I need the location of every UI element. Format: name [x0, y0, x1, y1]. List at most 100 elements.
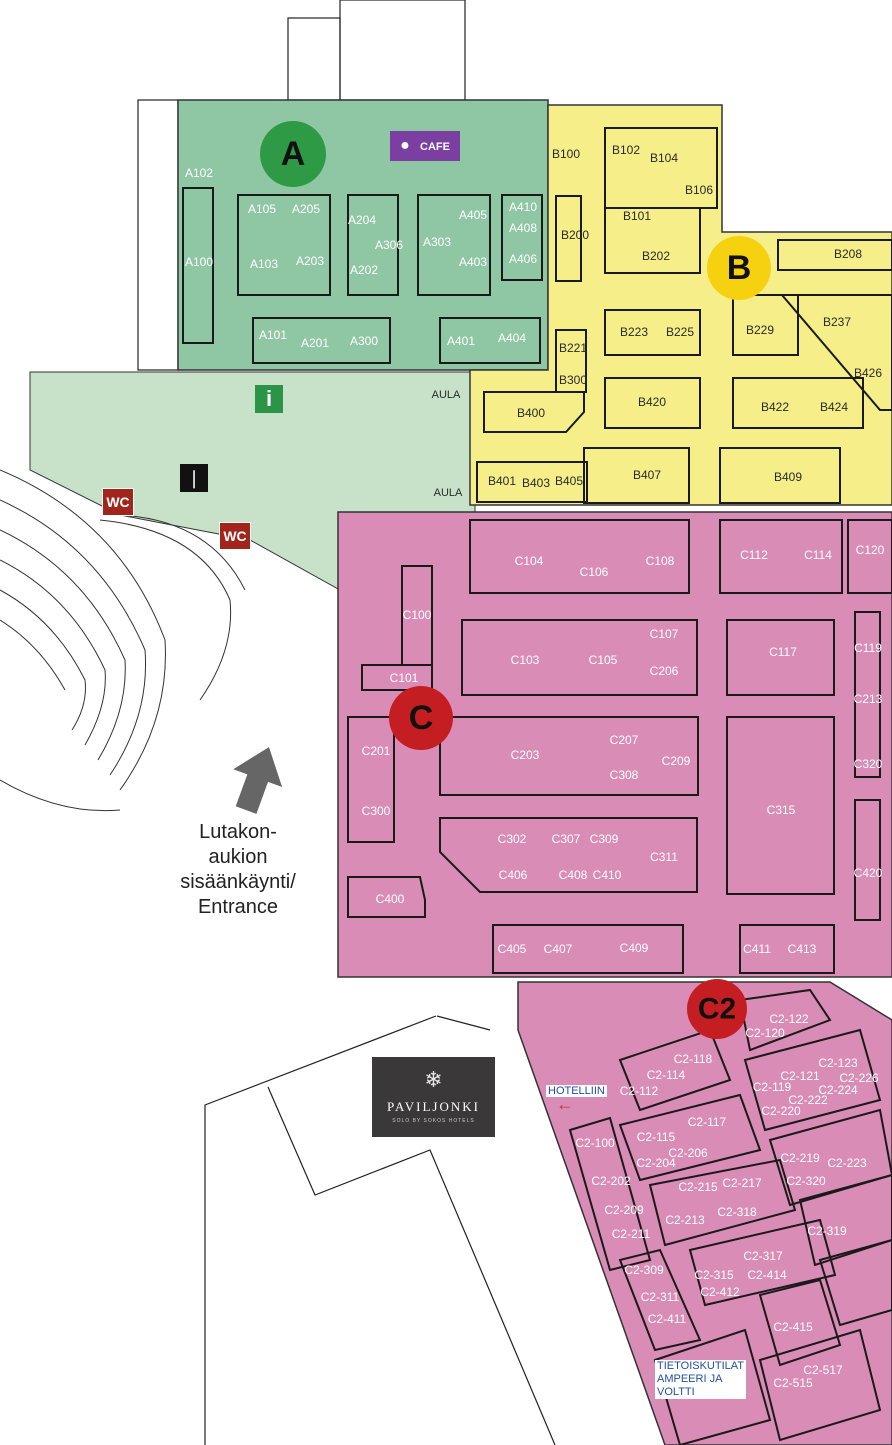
booths-hall-c2 — [568, 988, 892, 1445]
hall-b-area — [469, 104, 892, 506]
hall-b-marker: B — [707, 236, 771, 300]
booth-label-b401: B401 — [488, 474, 516, 488]
booth-label-a204: A204 — [348, 213, 376, 227]
booth-label-a203: A203 — [296, 254, 324, 268]
booth-label-c2-122: C2-122 — [769, 1012, 809, 1026]
tech-room-line-3: VOLTTI — [657, 1386, 695, 1398]
booth-label-b100: B100 — [552, 147, 580, 161]
booth-label-a205: A205 — [292, 202, 320, 216]
hotel-tag: HOTELLIIN — [546, 1085, 607, 1097]
booth-label-c2-100: C2-100 — [575, 1136, 615, 1150]
booth-label-b400: B400 — [517, 406, 545, 420]
booth-label-c104: C104 — [515, 554, 544, 568]
booth-label-c300: C300 — [362, 804, 391, 818]
booth-label-c2-220: C2-220 — [761, 1104, 801, 1118]
booth-label-c120: C120 — [856, 543, 885, 557]
booth-label-c2-121: C2-121 — [780, 1069, 820, 1083]
booth-label-c420: C420 — [854, 866, 883, 880]
booth-label-c119: C119 — [854, 641, 882, 655]
booth-label-a403: A403 — [459, 255, 487, 269]
booth-label-c107: C107 — [650, 627, 679, 641]
booth-label-b409: B409 — [774, 470, 802, 484]
booth-label-b104: B104 — [650, 151, 678, 165]
booth-label-b223: B223 — [620, 325, 648, 339]
booth-label-c411: C411 — [743, 942, 771, 956]
booth-label-c410: C410 — [593, 868, 622, 882]
booth-label-c2-112: C2-112 — [620, 1084, 659, 1098]
entrance-line-4: Entrance — [197, 896, 279, 918]
paviljonki-logo: ❄ PAVILJONKI SOLO BY SOKOS HOTELS — [372, 1057, 495, 1137]
booth-label-a401: A401 — [447, 334, 475, 348]
booth-label-b422: B422 — [761, 400, 789, 414]
booth-label-c2-412: C2-412 — [700, 1285, 740, 1299]
booth-label-c309: C309 — [590, 832, 619, 846]
booth-label-c2-202: C2-202 — [591, 1174, 631, 1188]
booth-label-c2-517: C2-517 — [803, 1363, 843, 1377]
booth-label-c2-411: C2-411 — [648, 1312, 687, 1326]
booth-label-a102: A102 — [185, 166, 213, 180]
booth-label-c100: C100 — [403, 608, 432, 622]
booth-label-c103: C103 — [511, 653, 540, 667]
booth-label-c406: C406 — [499, 868, 528, 882]
booth-label-c2-315: C2-315 — [694, 1268, 734, 1282]
info-icon: i — [255, 385, 283, 413]
booth-label-c2-115: C2-115 — [637, 1130, 676, 1144]
booth-label-a300: A300 — [350, 334, 378, 348]
booth-label-a100: A100 — [185, 255, 213, 269]
entrance-line-3: sisäänkäynti/ — [180, 871, 296, 893]
hall-c-marker: C — [389, 686, 453, 750]
booth-label-c2-120: C2-120 — [745, 1026, 785, 1040]
booth-label-b200: B200 — [561, 228, 589, 242]
booth-label-b101: B101 — [623, 209, 651, 223]
booth-label-b225: B225 — [666, 325, 694, 339]
booth-label-c413: C413 — [788, 942, 817, 956]
booth-label-c2-224: C2-224 — [818, 1083, 858, 1097]
booth-label-c203: C203 — [511, 748, 540, 762]
booth-label-c2-209: C2-209 — [604, 1203, 644, 1217]
booth-label-c105: C105 — [589, 653, 618, 667]
booth-label-c407: C407 — [544, 942, 573, 956]
entrance-arrow-icon — [233, 747, 283, 814]
entrance-label: Lutakon- aukion sisäänkäynti/ Entrance — [168, 820, 308, 920]
booth-label-c308: C308 — [610, 768, 639, 782]
booth-label-c320: C320 — [854, 757, 883, 771]
booth-label-c405: C405 — [498, 942, 527, 956]
booth-label-c2-318: C2-318 — [717, 1205, 757, 1219]
booth-label-c2-217: C2-217 — [722, 1176, 762, 1190]
wc-sign-1: WC — [102, 488, 134, 516]
booth-label-c2-211: C2-211 — [612, 1227, 651, 1241]
left-arrow-icon: ← — [556, 1094, 574, 1114]
booth-label-c2-317: C2-317 — [743, 1249, 783, 1263]
booth-label-c206: C206 — [650, 664, 679, 678]
booth-label-b426: B426 — [854, 366, 882, 380]
hall-c-letter: C — [409, 699, 434, 737]
hall-a-letter: A — [281, 135, 306, 173]
booth-label-b403: B403 — [522, 476, 550, 490]
booth-label-c2-414: C2-414 — [747, 1268, 787, 1282]
booth-label-c2-320: C2-320 — [786, 1174, 826, 1188]
booth-label-c114: C114 — [804, 548, 832, 562]
booth-label-a303: A303 — [423, 235, 451, 249]
booth-label-c408: C408 — [559, 868, 588, 882]
logo-sub: SOLO BY SOKOS HOTELS — [392, 1118, 475, 1124]
booth-label-c2-222: C2-222 — [788, 1093, 828, 1107]
booth-label-a408: A408 — [509, 221, 537, 235]
booth-label-a405: A405 — [459, 208, 487, 222]
aula-label-1: AULA — [432, 389, 461, 401]
booth-label-c106: C106 — [580, 565, 609, 579]
booth-label-c2-219: C2-219 — [780, 1151, 820, 1165]
booth-label-c112: C112 — [740, 548, 768, 562]
booth-label-c2-119: C2-119 — [753, 1080, 792, 1094]
hall-a-area — [177, 99, 549, 371]
booth-label-c311: C311 — [650, 850, 678, 864]
booth-label-c2-319: C2-319 — [807, 1224, 847, 1238]
hall-b-letter: B — [727, 249, 752, 287]
booth-label-c2-117: C2-117 — [688, 1115, 727, 1129]
booth-label-c2-515: C2-515 — [773, 1376, 813, 1390]
hall-c2-letter: C2 — [698, 993, 736, 1026]
booth-label-c2-311: C2-311 — [641, 1290, 680, 1304]
booth-label-b102: B102 — [612, 143, 640, 157]
booth-label-c207: C207 — [610, 733, 639, 747]
booths-hall-c — [347, 519, 892, 974]
booth-label-a306: A306 — [375, 238, 403, 252]
